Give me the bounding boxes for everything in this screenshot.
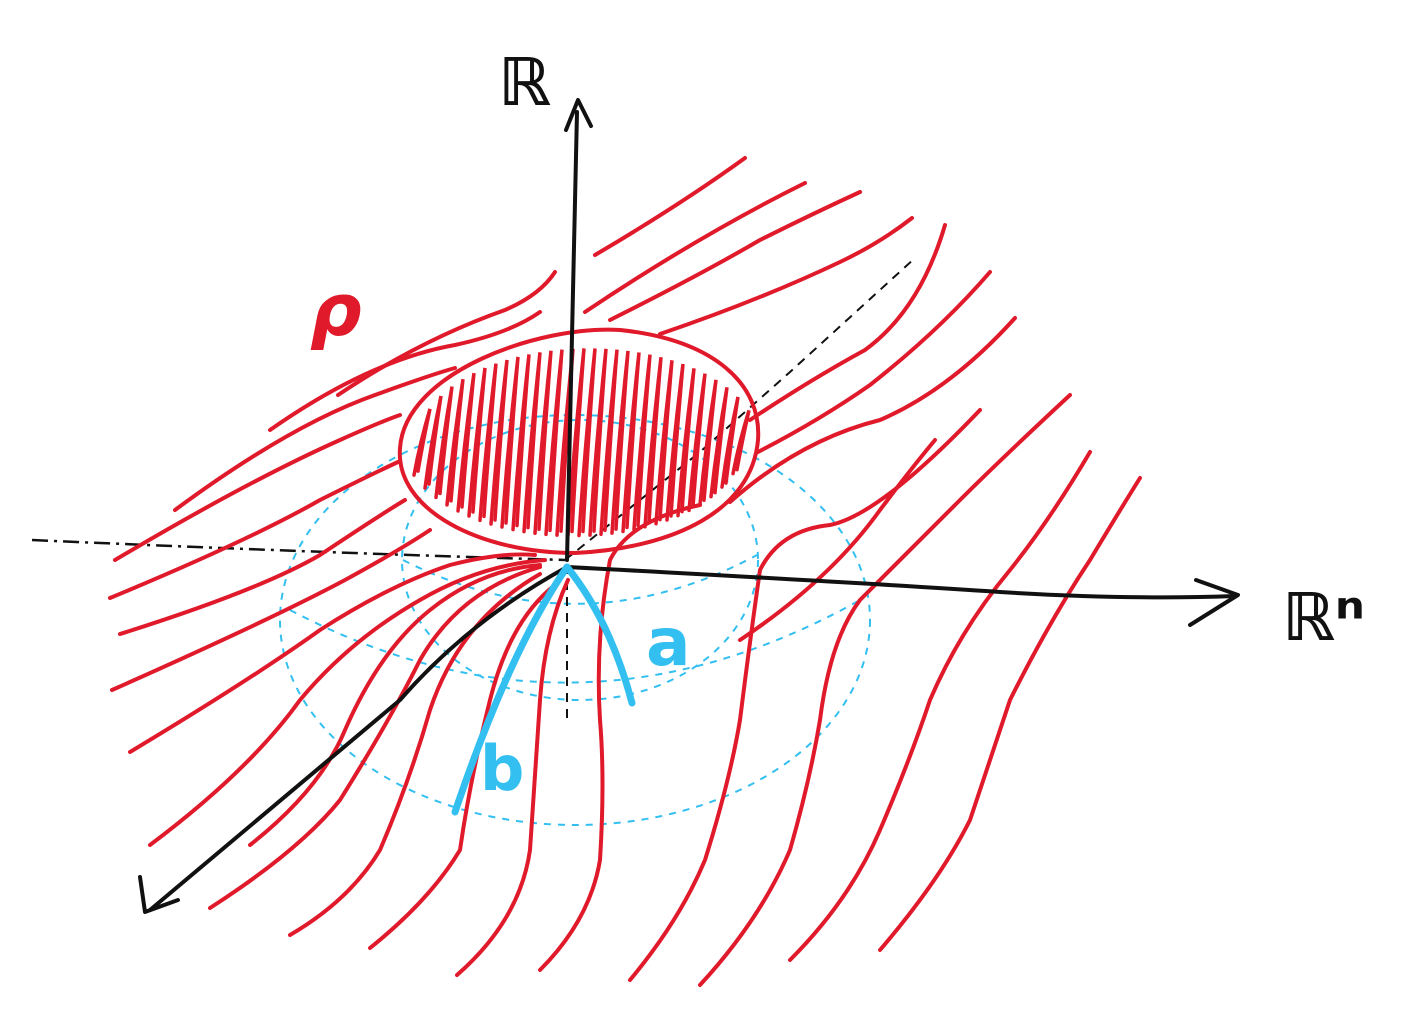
field-line (878, 476, 1142, 952)
hatch-stroke (544, 349, 564, 537)
hatch-stroke (621, 352, 641, 534)
field-line (455, 578, 570, 977)
axes (138, 98, 1240, 914)
field-line (728, 316, 1017, 504)
field-line (108, 460, 400, 600)
depth-axis-line (148, 565, 569, 912)
hatch-stroke (533, 350, 553, 535)
field-line (698, 393, 1072, 987)
outer-sphere-b-rim (289, 599, 861, 684)
field-line (118, 498, 407, 636)
field-line (113, 413, 402, 562)
hatch-stroke (456, 372, 476, 513)
hatch-stroke (423, 395, 443, 490)
hatch-stroke (698, 379, 718, 506)
hatch-stroke (665, 363, 685, 522)
radius-spheres (279, 414, 871, 826)
field-label: ρ (310, 268, 362, 352)
hatch-stroke (511, 354, 531, 532)
matter-blob (397, 327, 761, 555)
inner-sphere-a-rim (402, 554, 758, 605)
field-line (748, 223, 947, 422)
inner-sphere-a (401, 419, 759, 701)
blob-hatching (412, 348, 751, 538)
field-line (268, 310, 542, 432)
hatch-stroke (467, 367, 487, 518)
field-line (756, 270, 992, 454)
radius-b-line (451, 563, 571, 816)
hatch-stroke (588, 348, 608, 537)
field-line (368, 583, 557, 950)
field-line (128, 552, 537, 754)
hatch-stroke (577, 348, 597, 538)
field-line (738, 438, 937, 642)
hatch-stroke (687, 373, 707, 513)
hatch-stroke (610, 350, 630, 535)
field-line (583, 181, 807, 314)
hatch-stroke (489, 359, 509, 526)
horizontal-axis-label: ℝⁿ (1282, 579, 1365, 656)
field-line (208, 565, 542, 910)
hatch-stroke (731, 409, 751, 476)
hatch-stroke (632, 354, 652, 532)
horizontal-axis-arrowhead (1188, 578, 1240, 627)
hatch-stroke (643, 357, 663, 529)
depth-axis-arrowhead (138, 875, 180, 914)
field-line (658, 216, 914, 336)
vertical-axis-arrowhead (564, 98, 593, 132)
field-line (110, 528, 432, 692)
field-line (148, 558, 547, 847)
hatch-stroke (566, 348, 586, 538)
hatch-stroke (676, 368, 696, 518)
field-line (593, 156, 747, 257)
hatch-stroke (709, 387, 729, 499)
hatch-stroke (412, 408, 432, 477)
outer-sphere-b (279, 414, 871, 826)
hatch-stroke (522, 352, 542, 534)
hatch-stroke (478, 363, 498, 523)
blob-outline (397, 327, 761, 555)
field-line (608, 190, 862, 322)
radius-b-label: b (480, 732, 524, 805)
field-line (173, 366, 457, 512)
field-line (628, 408, 982, 982)
field-line (788, 450, 1092, 962)
hatch-stroke (599, 349, 619, 537)
hatch-stroke (720, 396, 740, 489)
horizontal-axis-line (565, 565, 1237, 600)
radius-a-line (563, 563, 636, 707)
radius-a-label: a (646, 604, 691, 681)
hatch-stroke (654, 360, 674, 526)
hidden-horizontal-axis (31, 538, 566, 562)
vertical-axis-line (565, 110, 579, 562)
hatch-stroke (445, 378, 465, 507)
hidden-depth-axis (564, 257, 916, 561)
radii (451, 563, 636, 816)
field-line (538, 503, 702, 972)
hidden-axes (31, 257, 916, 718)
field-line (248, 563, 542, 847)
hatch-stroke (500, 356, 520, 529)
vertical-axis-label: ℝ (498, 44, 551, 121)
hatch-stroke (434, 386, 454, 500)
field-lines (108, 156, 1142, 987)
